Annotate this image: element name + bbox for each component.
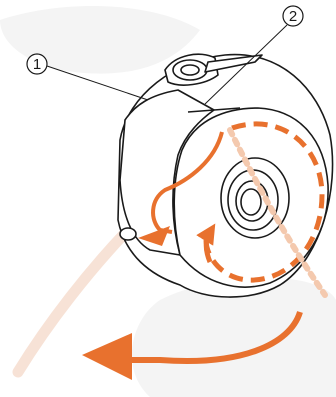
callout-2-number: 2 — [289, 8, 297, 25]
callout-1-number: 1 — [33, 56, 41, 73]
